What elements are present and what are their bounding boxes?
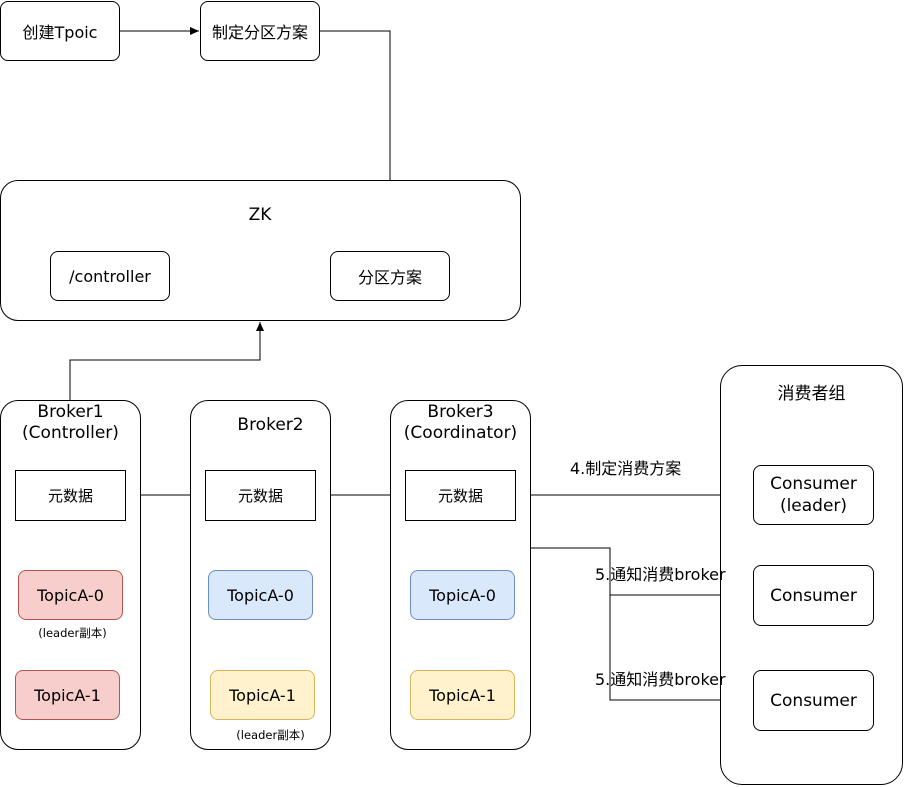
edge-label-notify-2: 5.通知消费broker [595, 670, 726, 689]
create-topic-label: 创建Tpoic [22, 23, 98, 42]
broker1-metadata-label: 元数据 [47, 487, 93, 505]
zk-controller-label: /controller [69, 266, 151, 286]
broker2-title: Broker2 [237, 415, 304, 435]
broker2-partition-0: TopicA-0 [208, 570, 313, 620]
broker3-partition-0-label: TopicA-0 [429, 585, 496, 605]
broker2-partition-1: TopicA-1 [210, 670, 315, 720]
edge-plan-to-zk [320, 30, 394, 249]
broker1-title: Broker1 (Controller) [22, 402, 119, 444]
consumer-group-title: 消费者组 [777, 384, 846, 404]
broker1-partition-0-label: TopicA-0 [37, 585, 104, 605]
broker2-partition-0-label: TopicA-0 [227, 585, 294, 605]
broker3-partition-0: TopicA-0 [410, 570, 515, 620]
consumer-leader-label: Consumer (leader) [770, 473, 857, 516]
broker1-partition-0-note: (leader副本) [38, 626, 107, 640]
broker2-partition-1-label: TopicA-1 [229, 685, 296, 705]
zk-partition-plan-node: 分区方案 [330, 251, 450, 301]
edge-broker1-to-zk [69, 322, 264, 401]
make-partition-plan-label: 制定分区方案 [211, 23, 308, 42]
broker1-partition-1: TopicA-1 [15, 670, 120, 720]
broker3-metadata-label: 元数据 [437, 487, 483, 505]
zk-partition-plan-label: 分区方案 [357, 268, 422, 287]
consumer-node-3: Consumer [753, 670, 874, 731]
broker2-metadata: 元数据 [205, 470, 316, 521]
consumer-3-label: Consumer [770, 690, 857, 711]
consumer-node-2: Consumer [753, 565, 874, 626]
broker2-partition-1-note: (leader副本) [236, 728, 305, 742]
consumer-2-label: Consumer [770, 585, 857, 606]
broker2-metadata-label: 元数据 [237, 487, 283, 505]
make-partition-plan-node: 制定分区方案 [200, 1, 320, 61]
zk-controller-node: /controller [50, 251, 170, 301]
broker1-partition-1-label: TopicA-1 [34, 685, 101, 705]
consumer-leader-node: Consumer (leader) [753, 465, 874, 525]
broker3-metadata: 元数据 [405, 470, 516, 521]
edge-label-make-consume-plan: 4.制定消费方案 [570, 459, 682, 478]
edge-meta3-to-consumer3 [609, 595, 751, 704]
edge-label-notify-1: 5.通知消费broker [595, 565, 726, 584]
zk-title: ZK [248, 205, 272, 225]
broker1-metadata: 元数据 [15, 470, 126, 521]
broker3-title: Broker3 (Coordinator) [403, 402, 518, 444]
broker3-partition-1: TopicA-1 [410, 670, 515, 720]
broker3-partition-1-label: TopicA-1 [429, 685, 496, 705]
create-topic-node: 创建Tpoic [0, 1, 120, 61]
broker1-partition-0: TopicA-0 [18, 570, 123, 620]
